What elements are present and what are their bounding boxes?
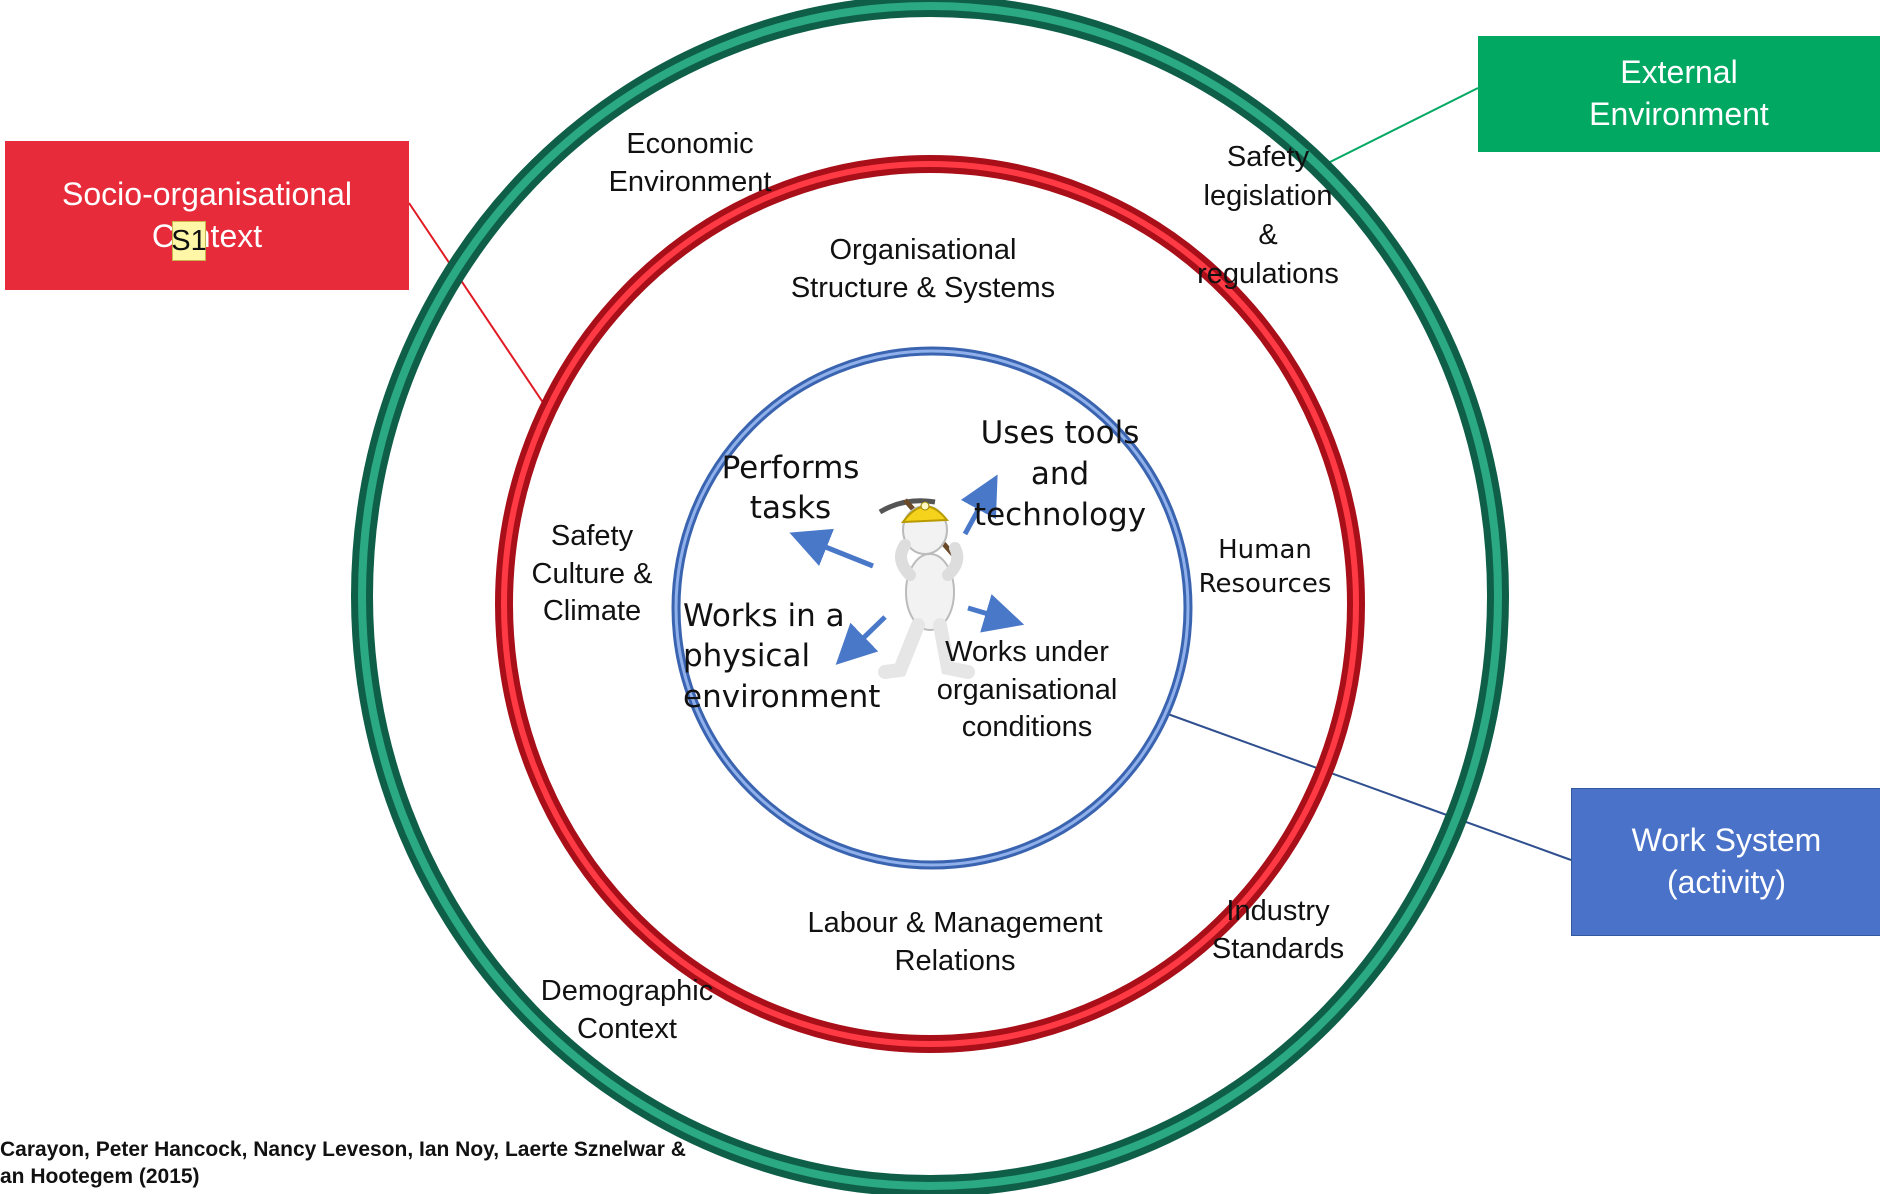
safety-culture-label: Safety Culture & Climate: [531, 520, 653, 628]
citation: Carayon, Peter Hancock, Nancy Leveson, I…: [0, 1138, 686, 1189]
organisational-conditions-label: Works under organisational conditions: [936, 636, 1118, 744]
arrow-physical-environment: [835, 615, 887, 665]
comment-marker[interactable]: S1: [171, 221, 207, 261]
economic-environment-label: Economic Environment: [608, 128, 772, 198]
demographic-context-label: Demographic Context: [540, 975, 714, 1045]
socio-organisational-callout: Socio-organisational Context: [5, 141, 409, 290]
arrow-org-conditions: [967, 594, 1025, 633]
miner-with-pickaxe-icon: [878, 498, 975, 679]
organisational-structure-label: Organisational Structure & Systems: [790, 234, 1056, 304]
work-system-callout: Work System (activity): [1571, 788, 1880, 936]
safety-legislation-label: Safety legislation & regulations: [1197, 141, 1339, 291]
physical-environment-label: Works in a physical environment: [683, 598, 881, 715]
uses-tools-label: Uses tools and technology: [973, 415, 1147, 534]
arrow-performs-tasks: [789, 528, 874, 569]
labour-management-label: Labour & Management Relations: [807, 907, 1103, 977]
performs-tasks-label: Performs tasks: [721, 450, 860, 527]
work-system-connector-line: [1164, 712, 1572, 861]
middle-ring-highlight: [501, 161, 1359, 1047]
arrow-uses-tools: [960, 474, 998, 536]
industry-standards-label: Industry Standards: [1211, 895, 1345, 965]
outer-ring-highlight: [358, 2, 1502, 1190]
inner-ring-highlight: [674, 349, 1190, 867]
human-resources-label: Human Resources: [1198, 535, 1332, 599]
external-connector-line: [1329, 87, 1479, 163]
socio-connector-line: [408, 202, 549, 411]
external-environment-callout: External Environment: [1478, 36, 1880, 152]
